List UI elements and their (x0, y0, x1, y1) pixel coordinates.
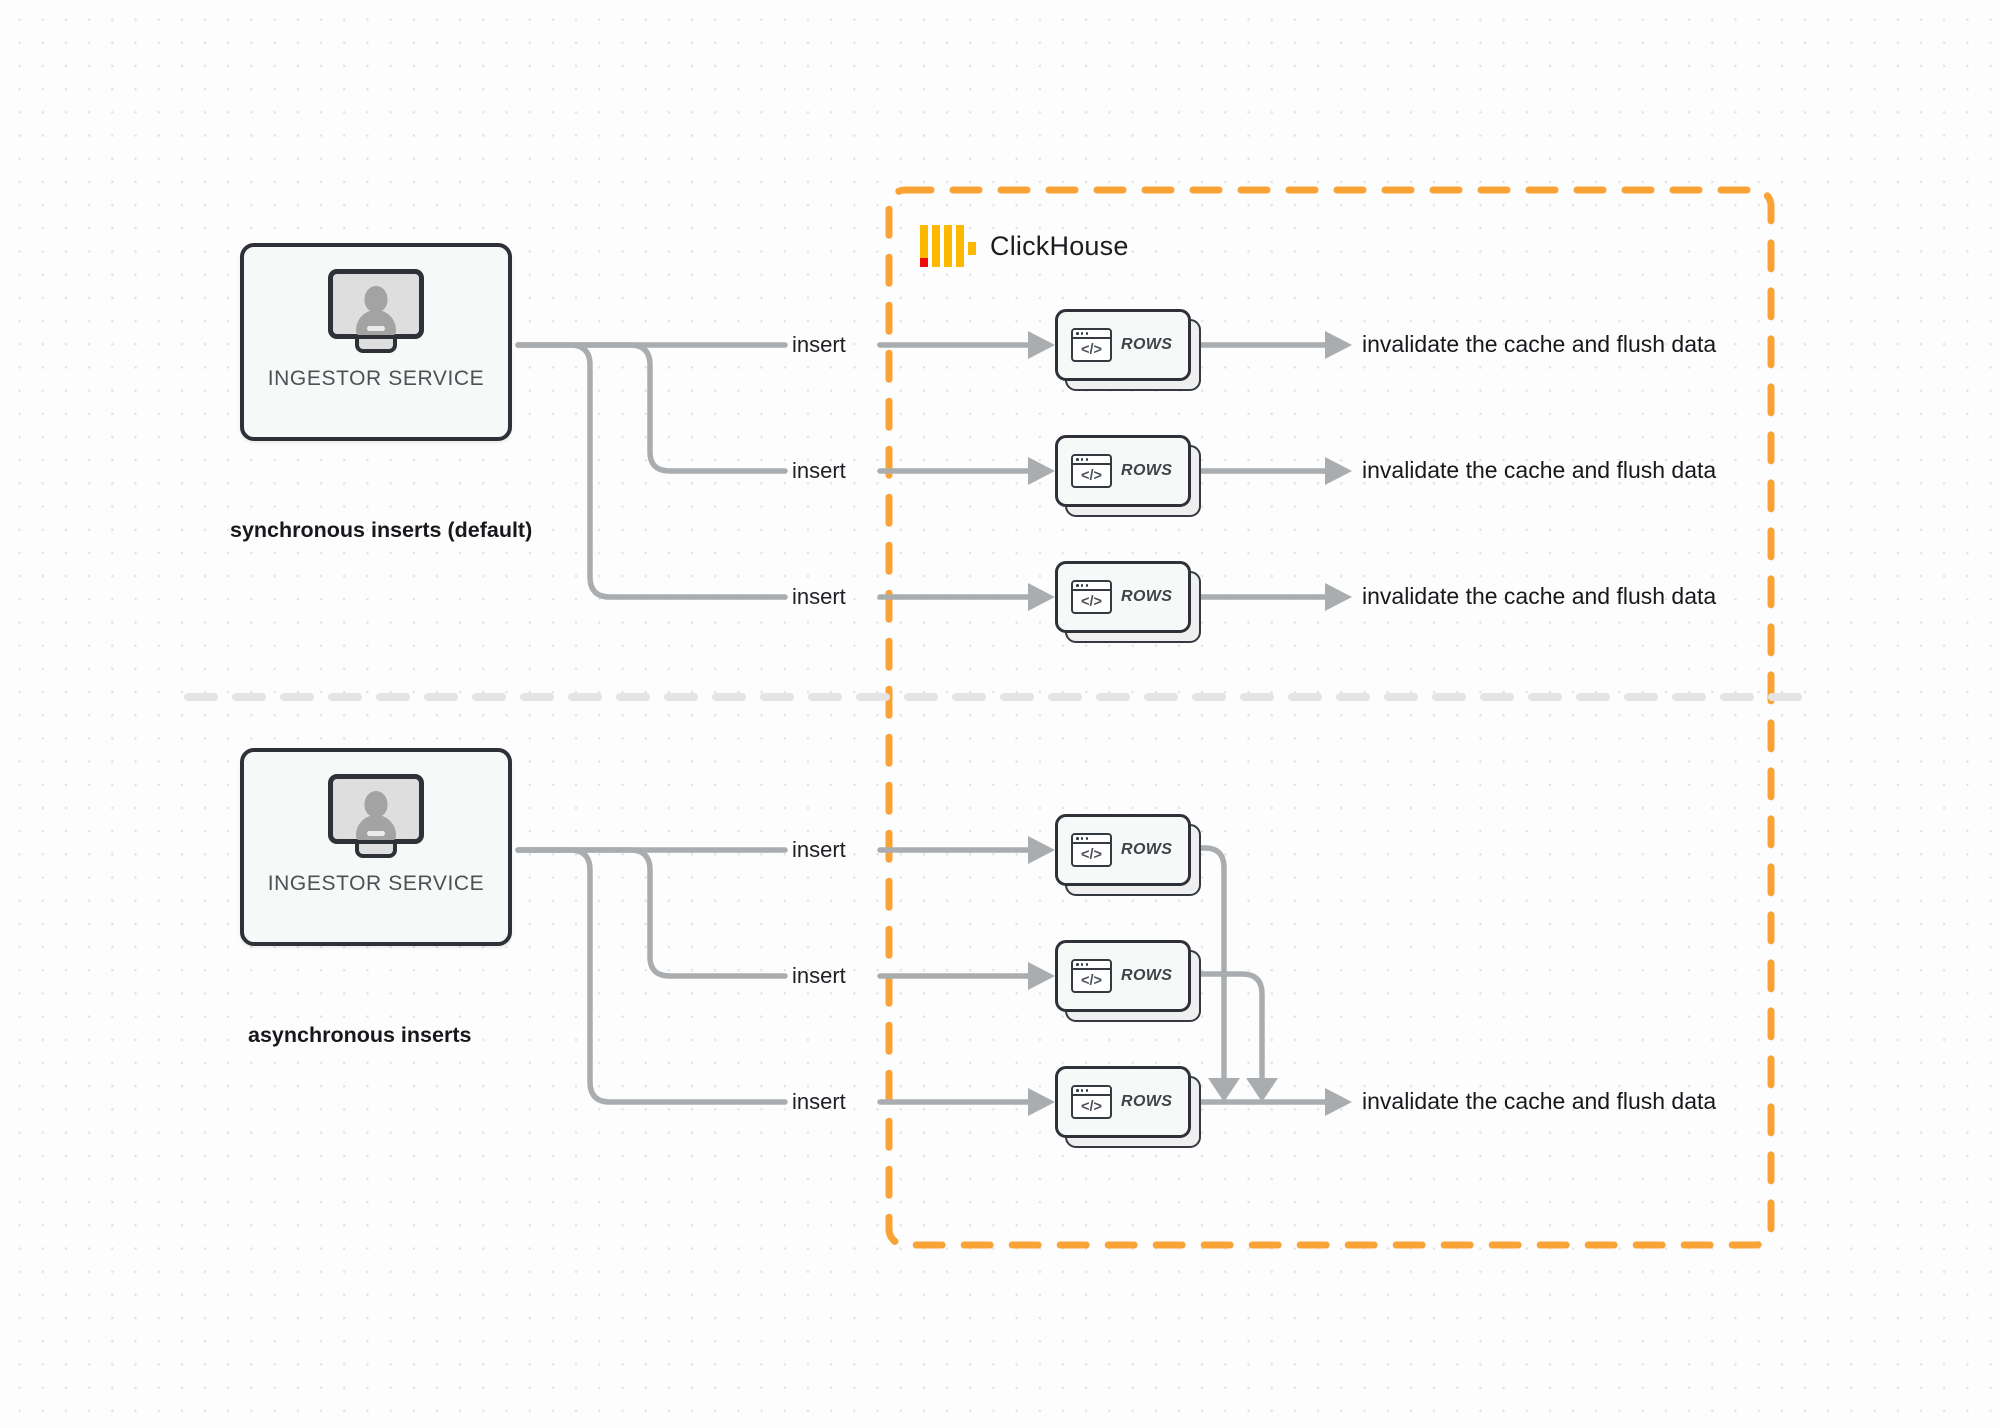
arrowhead-async-merge-2 (1246, 1078, 1278, 1102)
sink-label-sync-2: invalidate the cache and flush data (1362, 457, 1717, 483)
rows-card-label: ROWS (1121, 336, 1173, 353)
clickhouse-wordmark: ClickHouse (990, 230, 1129, 261)
arrowhead-sync-insert-2 (1028, 457, 1055, 485)
arrowhead-sync-insert-1 (1028, 331, 1055, 359)
edge-label-insert-sync-3: insert (792, 584, 846, 609)
rows-card-label: ROWS (1121, 1093, 1173, 1110)
code-window-icon: </> (1071, 328, 1112, 362)
section-caption-sync: synchronous inserts (default) (230, 518, 533, 542)
monitor-user-icon (328, 774, 424, 858)
rows-card-async-1[interactable]: </> ROWS (1055, 814, 1205, 900)
rows-card-sync-1[interactable]: </> ROWS (1055, 309, 1205, 395)
arrowhead-sync-sink-1 (1325, 331, 1352, 359)
arrowhead-async-insert-2 (1028, 962, 1055, 990)
edge-label-insert-async-3: insert (792, 1089, 846, 1114)
rows-card-label: ROWS (1121, 967, 1173, 984)
arrowhead-sync-insert-3 (1028, 583, 1055, 611)
edge-label-insert-sync-1: insert (792, 332, 846, 357)
rows-card-label: ROWS (1121, 462, 1173, 479)
rows-card-async-2[interactable]: </> ROWS (1055, 940, 1205, 1026)
code-window-icon: </> (1071, 580, 1112, 614)
wire-sync-fanout-3 (515, 342, 788, 600)
wire-async-fanout-3 (515, 847, 788, 1105)
rows-card-sync-3[interactable]: </> ROWS (1055, 561, 1205, 647)
ingestor-service-label-async: INGESTOR SERVICE (267, 872, 485, 895)
ingestor-service-box-async[interactable]: INGESTOR SERVICE (240, 748, 512, 946)
wire-sync-fanout-2 (515, 342, 788, 474)
edge-label-insert-async-2: insert (792, 963, 846, 988)
edge-label-insert-sync-2: insert (792, 458, 846, 483)
arrowhead-sync-sink-2 (1325, 457, 1352, 485)
sink-label-async-shared: invalidate the cache and flush data (1362, 1088, 1717, 1114)
rows-card-label: ROWS (1121, 841, 1173, 858)
code-window-icon: </> (1071, 833, 1112, 867)
rows-card-label: ROWS (1121, 588, 1173, 605)
clickhouse-brand: ClickHouse (920, 225, 1129, 267)
wire-async-fanout-2 (515, 847, 788, 979)
code-window-icon: </> (1071, 959, 1112, 993)
rows-card-async-3[interactable]: </> ROWS (1055, 1066, 1205, 1152)
wire-async-merge-2 (1193, 971, 1265, 1081)
sink-label-sync-3: invalidate the cache and flush data (1362, 583, 1717, 609)
arrowhead-async-merge-1 (1208, 1078, 1240, 1102)
edge-label-insert-async-1: insert (792, 837, 846, 862)
section-caption-async: asynchronous inserts (248, 1023, 472, 1047)
code-window-icon: </> (1071, 454, 1112, 488)
rows-card-sync-2[interactable]: </> ROWS (1055, 435, 1205, 521)
ingestor-service-box-sync[interactable]: INGESTOR SERVICE (240, 243, 512, 441)
sink-label-sync-1: invalidate the cache and flush data (1362, 331, 1717, 357)
monitor-user-icon (328, 269, 424, 353)
code-window-icon: </> (1071, 1085, 1112, 1119)
arrowhead-async-shared-sink (1325, 1088, 1352, 1116)
ingestor-service-label-sync: INGESTOR SERVICE (267, 367, 485, 390)
arrowhead-sync-sink-3 (1325, 583, 1352, 611)
wire-async-merge-1 (1193, 845, 1227, 1081)
clickhouse-logo-icon (920, 225, 976, 267)
arrowhead-async-insert-1 (1028, 836, 1055, 864)
arrowhead-async-insert-3 (1028, 1088, 1055, 1116)
